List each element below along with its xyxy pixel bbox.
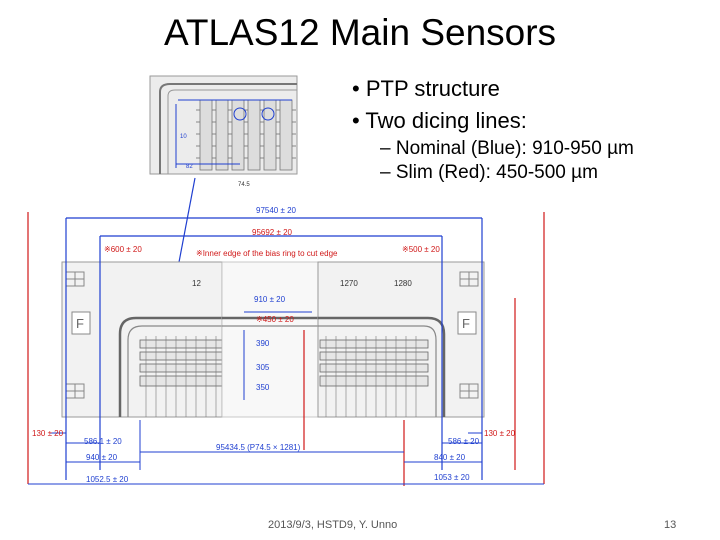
dim-1053: 1053 ± 20 [434,473,470,482]
dim-940: 940 ± 20 [86,453,118,462]
dim-586-right: 586 ± 20 [448,437,480,446]
sub-bullet-slim: – Slim (Red): 450-500 µm [380,162,598,183]
bullet-dicing: • Two dicing lines: [352,108,527,133]
dim-1052: 1052.5 ± 20 [86,475,129,484]
note-inner-edge: ※Inner edge of the bias ring to cut edge [196,249,338,258]
dim-95692: 95692 ± 20 [252,228,293,237]
dim-97540: 97540 ± 20 [256,206,297,215]
dim-305: 305 [256,363,270,372]
dim-130-left: 130 ± 20 [32,429,64,438]
sensor-right-corner: F [317,261,485,418]
dim-95434: 95434.5 (P74.5 × 1281) [216,443,301,452]
ptp-label-3: 74.5 [238,182,250,188]
page-number: 13 [664,519,677,531]
ptp-inset-ring [167,89,297,174]
dim-586-left: 586.1 ± 20 [84,437,122,446]
ptp-label-1: 10 [180,134,187,140]
dim-130-right: 130 ± 20 [484,429,516,438]
nominal-dicing-lines [65,217,483,480]
sub-bullet-nominal: – Nominal (Blue): 910-950 µm [380,138,634,159]
svg-text:F: F [462,316,470,331]
ptp-label-2: 82 [186,164,193,170]
sub-bullet-slim-text: Slim (Red): 450-500 µm [395,162,598,183]
ptp-inset-edge [159,83,297,174]
slide-footer: 2013/9/3, HSTD9, Y. Unno [268,519,398,531]
strip-label-12: 12 [192,279,201,288]
ptp-inset: 10 82 74.5 [149,75,298,188]
note-left-600: ※600 ± 20 [104,245,142,254]
svg-text:F: F [76,316,84,331]
slide-title: ATLAS12 Main Sensors [163,12,557,53]
bullet-dicing-text: Two dicing lines: [365,108,527,133]
sensor-left-corner: F [61,261,223,418]
slim-dicing-lines [27,212,545,486]
dim-910: 910 ± 20 [254,295,286,304]
dim-350: 350 [256,383,270,392]
sub-bullet-nominal-text: Nominal (Blue): 910-950 µm [395,138,634,159]
bullet-ptp-text: PTP structure [365,76,500,101]
strip-label-1280: 1280 [394,279,412,288]
dim-840: 840 ± 20 [434,453,466,462]
sensor-middle-strips [221,261,319,418]
note-right-500: ※500 ± 20 [402,245,440,254]
dim-390: 390 [256,339,270,348]
bullet-ptp: • PTP structure [352,76,500,101]
strip-label-1270: 1270 [340,279,358,288]
dim-450: ※450 ± 20 [256,315,294,324]
